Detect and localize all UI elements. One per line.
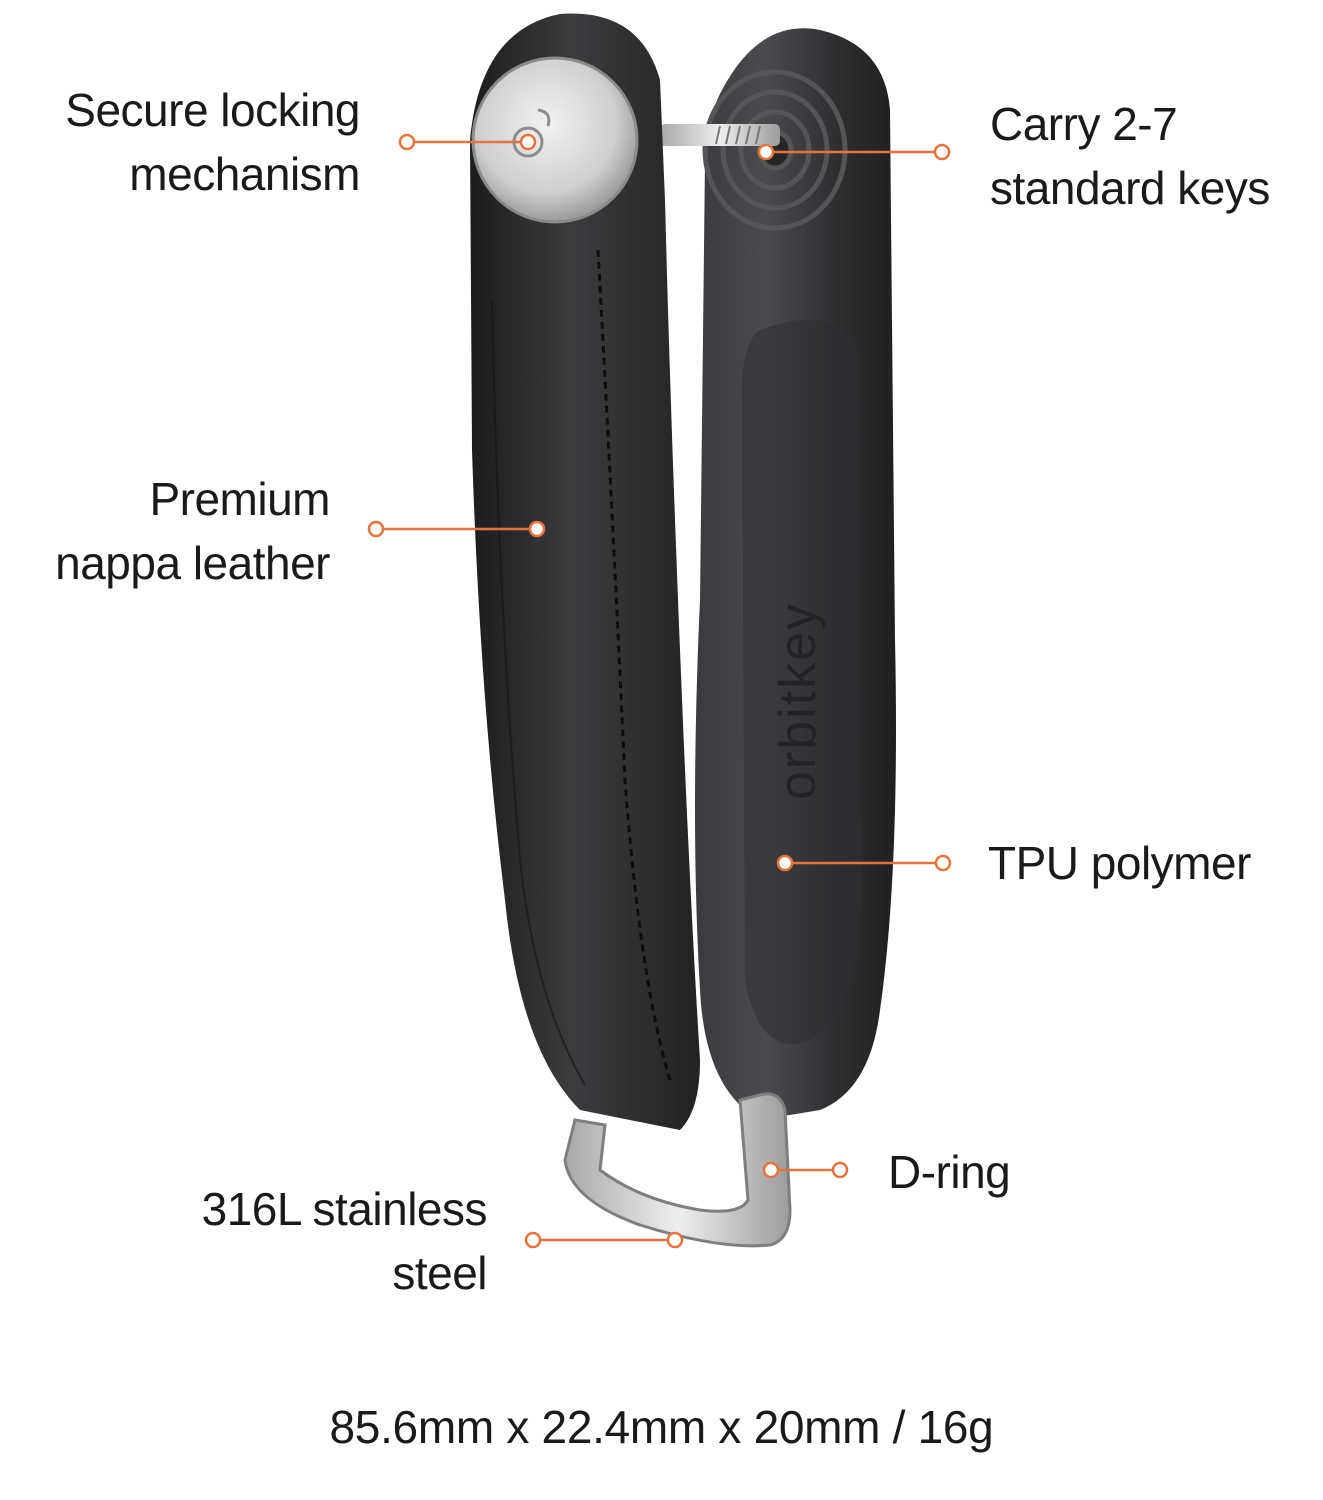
callout-keys-line-2: standard keys: [990, 162, 1270, 214]
callout-tpu: TPU polymer: [988, 831, 1251, 895]
lock-callout-dot-start: [398, 133, 416, 151]
callout-steel-line-1: 316L stainless: [201, 1183, 488, 1235]
leather-callout-dot-end: [528, 520, 546, 538]
tpu-callout-dot-start: [776, 854, 794, 872]
leather-strap: [470, 13, 700, 1131]
callout-leather-line-1: Premium: [149, 473, 330, 525]
callout-tpu-line-1: TPU polymer: [988, 837, 1251, 889]
keys-callout-dot-end: [933, 143, 951, 161]
steel-callout-dot-start: [524, 1231, 542, 1249]
callout-lock-line-2: mechanism: [129, 148, 360, 200]
dring-callout-dot-start: [762, 1161, 780, 1179]
callout-steel-line-2: steel: [392, 1247, 487, 1299]
callout-lock: Secure locking mechanism: [0, 78, 360, 206]
callout-leather: Premium nappa leather: [0, 467, 330, 595]
leather-callout-dot-start: [367, 520, 385, 538]
callout-dring: D-ring: [888, 1140, 1011, 1204]
brand-embossing: orbitkey: [769, 602, 827, 800]
keys-callout-dot-start: [757, 143, 775, 161]
steel-callout-dot-end: [666, 1231, 684, 1249]
lock-callout-dot-end: [519, 133, 537, 151]
callout-steel: 316L stainless steel: [0, 1177, 488, 1305]
d-ring: [563, 1092, 792, 1248]
callout-leather-line-2: nappa leather: [55, 537, 330, 589]
callout-keys: Carry 2-7 standard keys: [990, 92, 1270, 220]
dring-callout-dot-end: [831, 1161, 849, 1179]
product-dimensions: 85.6mm x 22.4mm x 20mm / 16g: [329, 1401, 994, 1453]
tpu-callout-dot-end: [934, 854, 952, 872]
callout-dring-line-1: D-ring: [888, 1146, 1011, 1198]
callout-keys-line-1: Carry 2-7: [990, 98, 1178, 150]
callout-lock-line-1: Secure locking: [65, 84, 360, 136]
lock-disc: [471, 56, 639, 224]
